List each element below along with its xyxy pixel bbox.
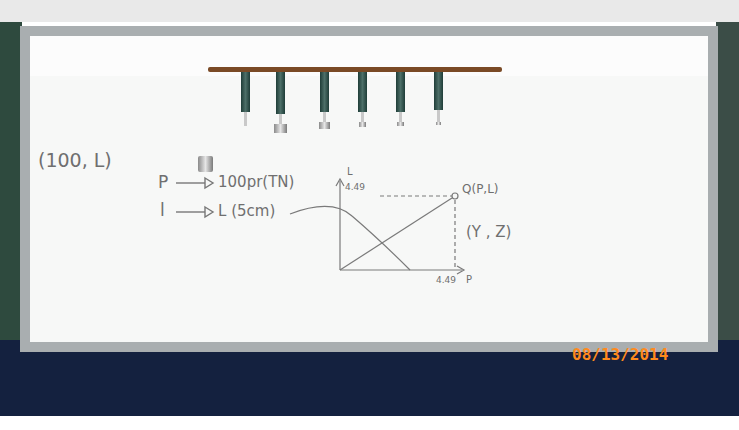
variable-name: l (160, 201, 165, 220)
axis-label: L (347, 166, 353, 177)
axis-label: P (466, 274, 472, 285)
page-margin (0, 416, 739, 430)
scale-note: 100pr(TN) (218, 174, 294, 191)
hanging-rod (208, 67, 502, 72)
board-frame (20, 26, 718, 352)
wall-right (716, 22, 739, 352)
point-label: Q(P,L) (462, 183, 499, 196)
scale-note: L (5cm) (218, 203, 275, 220)
wall (0, 0, 739, 22)
spring-set (241, 72, 443, 133)
axis-value: 4.49 (345, 183, 365, 193)
variable-name: P (158, 173, 168, 192)
glare (30, 36, 708, 76)
wall-left (0, 22, 22, 352)
board-surface (30, 36, 708, 342)
graph-sketch (290, 179, 464, 274)
loose-weight (198, 156, 213, 172)
date-stamp: 08/13/2014 (572, 346, 668, 364)
axis-value: 4.49 (436, 276, 456, 286)
coordinate-note: (100, L) (38, 150, 112, 171)
point-label: (Y , Z) (466, 224, 511, 241)
mapping-arrows (176, 178, 213, 217)
